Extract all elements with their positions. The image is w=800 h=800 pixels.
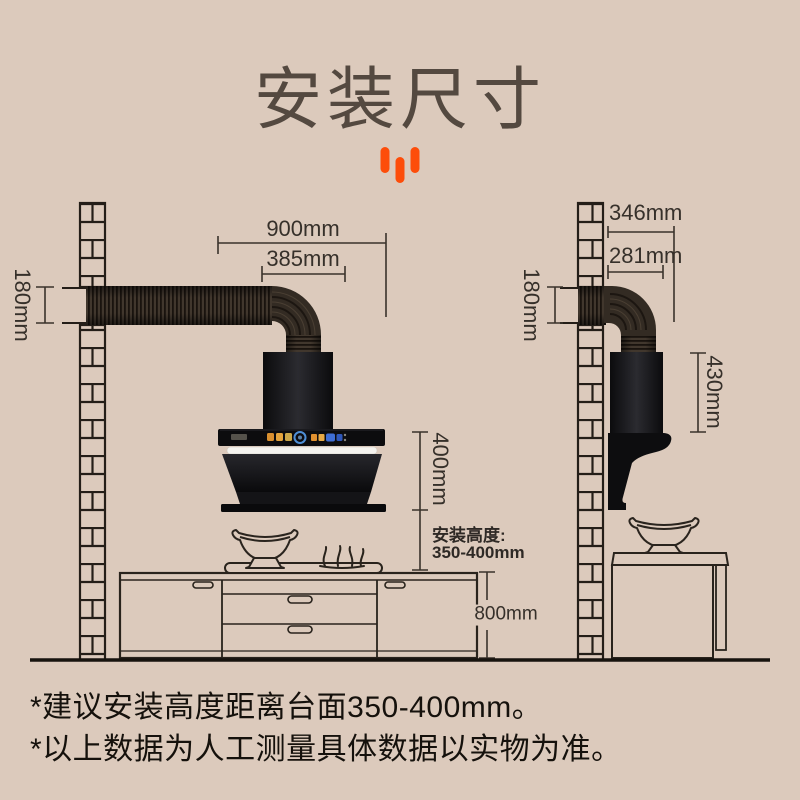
logo-bar-middle	[395, 157, 405, 183]
drawer-handle-bottom	[287, 625, 313, 634]
grate-prong-2	[336, 545, 342, 567]
dimension-lines-side	[547, 226, 706, 433]
wall-column-side	[576, 201, 605, 662]
dim-line-outlet-width	[261, 266, 346, 282]
footnote-install-height: *建议安装高度距离台面350-400mm。	[30, 691, 543, 724]
hood-tray	[236, 492, 371, 504]
cabinet-dividers	[221, 580, 378, 658]
control-button-2	[276, 433, 283, 441]
wall-upper	[78, 201, 107, 289]
exhaust-duct-front	[62, 286, 321, 355]
wall-upper-side	[576, 201, 605, 289]
display-pill-1	[311, 434, 317, 441]
front-view-diagram	[36, 201, 495, 662]
label-duct-depth: 281mm	[609, 243, 683, 268]
dim-line-counter-height	[479, 571, 495, 659]
dim-line-total-depth	[607, 226, 675, 322]
hood-chimney-front	[263, 352, 333, 430]
hood-control-buttons	[267, 433, 292, 441]
duct-bend-ridges	[271, 296, 311, 336]
wall-column-front	[78, 201, 107, 662]
duct-stub	[62, 287, 86, 324]
dim-line-duct-height-side	[547, 286, 563, 324]
duct-stub-side	[560, 287, 578, 324]
dim-line-hood-width	[217, 233, 387, 317]
hood-chimney-side	[610, 352, 663, 433]
wok-side-bowl	[628, 517, 700, 548]
hood-glass-panel	[222, 454, 382, 492]
cabinet-side	[610, 552, 730, 659]
label-hood-height-front: 400mm	[428, 432, 454, 506]
side-view-diagram	[547, 201, 730, 662]
display-pill-3	[326, 433, 335, 442]
page-title: 安装尺寸	[253, 62, 547, 138]
duct-vertical-shade	[286, 335, 321, 355]
duct-bend-side-ridges	[609, 293, 647, 331]
countertop-side	[610, 552, 730, 566]
exhaust-duct-side	[560, 286, 656, 352]
duct-horizontal-shade	[86, 286, 272, 325]
label-outlet-width: 385mm	[266, 245, 340, 271]
label-install-height-title: 安装高度:	[432, 526, 506, 545]
hood-display-pills	[311, 433, 347, 442]
display-pill-2	[318, 434, 325, 441]
range-hood-front	[218, 429, 386, 512]
door-handle-right	[384, 581, 406, 589]
control-button-1	[267, 433, 274, 441]
dim-line-hood-height-front	[412, 431, 428, 571]
wok-rim	[239, 536, 291, 542]
cabinet-body-side	[611, 564, 714, 659]
label-hood-height-side: 430mm	[702, 355, 728, 429]
display-dot-1	[343, 433, 347, 437]
label-hood-width: 900mm	[266, 215, 340, 241]
hood-base-plate	[221, 504, 386, 512]
logo-bar-right	[410, 147, 420, 173]
burner-grate	[319, 545, 365, 569]
range-hood-side-profile	[608, 433, 672, 510]
display-pill-4	[336, 434, 343, 441]
drawer-lines	[222, 593, 377, 625]
wok-side	[628, 517, 700, 554]
cabinet-panel-side	[715, 564, 727, 651]
duct-vertical-side-shade	[621, 336, 656, 352]
wok-side-stand	[644, 544, 684, 554]
wall-lower	[78, 323, 107, 662]
label-duct-height-front: 180mm	[10, 268, 36, 342]
dim-line-hood-height-side	[690, 352, 706, 433]
wok-side-rim	[636, 524, 692, 530]
duct-bend-side	[604, 286, 656, 352]
label-install-height-range: 350-400mm	[432, 543, 525, 562]
control-button-3	[285, 433, 292, 441]
wok-stand	[245, 557, 285, 569]
wok-front	[231, 529, 299, 569]
grate-base	[319, 565, 365, 569]
display-dot-2	[343, 438, 347, 442]
hood-light-strip	[226, 446, 378, 455]
wok-bowl	[231, 529, 299, 561]
grate-prong-1	[322, 546, 328, 567]
door-handle-left	[192, 581, 214, 589]
brand-logo-icon	[380, 147, 420, 187]
cabinet-front	[118, 571, 479, 660]
dimension-lines-front	[36, 233, 495, 659]
label-duct-height-side: 180mm	[519, 268, 545, 342]
wall-lower-side	[576, 323, 605, 662]
hood-brand-mark	[231, 434, 247, 440]
footnote-measurement: *以上数据为人工测量具体数据以实物为准。	[30, 733, 622, 766]
drawer-handle-top	[287, 595, 313, 604]
duct-bend-highlights	[271, 291, 316, 336]
label-total-depth: 346mm	[609, 200, 683, 225]
duct-bend-side-highlights	[609, 298, 642, 331]
cabinet-outline	[118, 571, 479, 660]
duct-bend	[272, 286, 321, 335]
dim-line-duct-depth	[607, 265, 664, 279]
label-counter-height: 800mm	[471, 604, 541, 626]
logo-bar-left	[380, 147, 390, 173]
duct-through-wall-shade	[578, 286, 606, 325]
hood-knob-center	[298, 435, 302, 440]
grate-prong-3	[348, 546, 354, 567]
grate-prong-4	[359, 548, 365, 567]
dim-line-duct-height-front	[36, 286, 54, 324]
